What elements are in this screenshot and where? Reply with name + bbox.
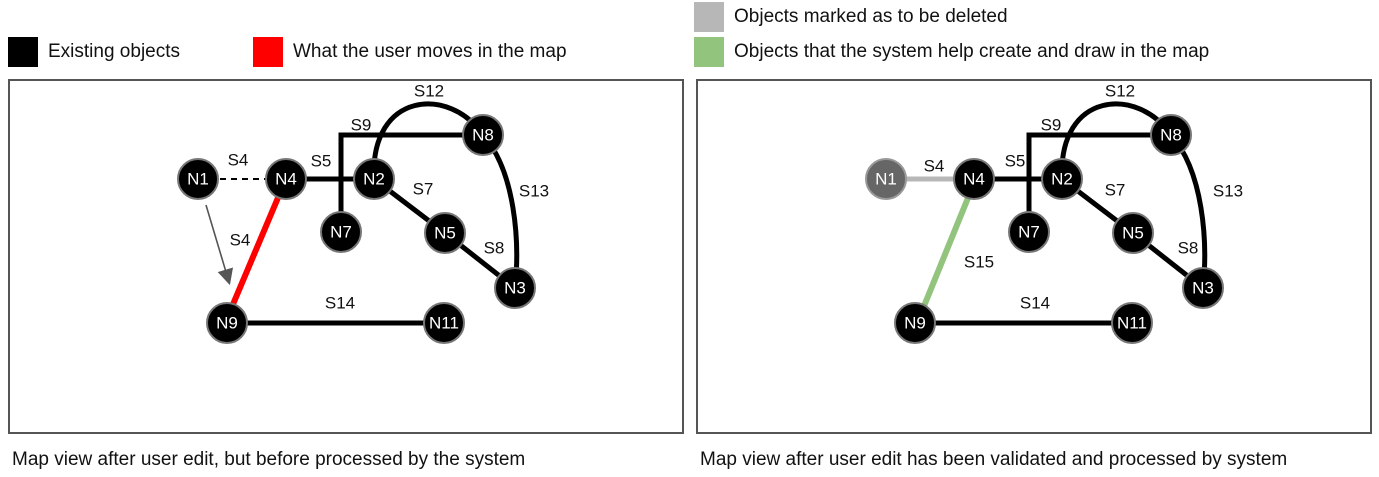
legend-label-user-moved: What the user moves in the map	[293, 41, 567, 62]
legend-swatch-user-moved	[253, 37, 283, 67]
node-n9: N9	[894, 302, 936, 344]
legend-swatch-existing	[8, 37, 38, 67]
legend-deleted: Objects marked as to be deleted	[694, 2, 1008, 32]
edge-label-s13: S13	[519, 182, 549, 201]
caption-after: Map view after user edit has been valida…	[700, 449, 1288, 470]
node-label-n2: N2	[1051, 170, 1073, 189]
node-label-n7: N7	[330, 223, 352, 242]
node-n8: N8	[462, 114, 504, 156]
edge-label-s7: S7	[413, 180, 434, 199]
node-label-n3: N3	[504, 279, 526, 298]
node-n1: N1	[865, 158, 907, 200]
node-n9: N9	[206, 302, 248, 344]
node-label-n4: N4	[275, 170, 297, 189]
node-n1: N1	[177, 158, 219, 200]
node-n3: N3	[494, 267, 536, 309]
network-diagram-before: S4 S4 S5 S7 S8 S9 S12 S13 S14 N1 N4 N2 N…	[177, 82, 549, 344]
node-label-n11: N11	[1117, 314, 1147, 333]
edge-s12	[1059, 101, 1174, 180]
node-n8: N8	[1150, 114, 1192, 156]
node-n2: N2	[1041, 158, 1083, 200]
edge-label-s14: S14	[325, 294, 355, 313]
node-n11: N11	[423, 302, 465, 344]
edge-s9	[1026, 132, 1171, 229]
node-label-n1: N1	[187, 170, 209, 189]
network-diagram-after: S4 S15 S5 S7 S8 S9 S12 S13 S14 N1 N4 N2 …	[865, 82, 1243, 344]
node-n11: N11	[1111, 302, 1153, 344]
edge-label-s4-moved: S4	[230, 231, 251, 250]
edge-s12	[371, 101, 486, 180]
legend-user-moved: What the user moves in the map	[253, 37, 567, 67]
edge-label-s4: S4	[924, 157, 945, 176]
legend-swatch-system-created	[694, 37, 724, 67]
legend-label-system-created: Objects that the system help create and …	[734, 41, 1210, 62]
move-arrow	[205, 204, 234, 286]
node-n4: N4	[265, 158, 307, 200]
edge-label-s5: S5	[1005, 152, 1026, 171]
legend-swatch-deleted	[694, 2, 724, 32]
node-label-n9: N9	[216, 314, 238, 333]
node-label-n5: N5	[434, 224, 456, 243]
node-label-n1: N1	[875, 170, 897, 189]
edge-label-s12: S12	[414, 82, 444, 101]
map-panel-after: S4 S15 S5 S7 S8 S9 S12 S13 S14 N1 N4 N2 …	[696, 79, 1372, 434]
legend-system-created: Objects that the system help create and …	[694, 37, 1209, 67]
edge-s9	[338, 132, 483, 229]
node-label-n4: N4	[963, 170, 985, 189]
edge-s15	[919, 191, 973, 313]
node-label-n2: N2	[363, 170, 385, 189]
caption-before: Map view after user edit, but before pro…	[12, 449, 526, 470]
edge-label-s5: S5	[311, 152, 332, 171]
edge-label-s9: S9	[351, 116, 372, 135]
node-label-n3: N3	[1192, 279, 1214, 298]
edge-label-s15: S15	[964, 253, 994, 272]
edge-label-s9: S9	[1041, 116, 1062, 135]
node-label-n8: N8	[1160, 126, 1182, 145]
edge-label-s8: S8	[1178, 239, 1199, 258]
node-n7: N7	[320, 211, 362, 253]
node-n3: N3	[1182, 267, 1224, 309]
node-n5: N5	[1112, 212, 1154, 254]
edge-s4-moved	[228, 191, 283, 311]
legend-existing: Existing objects	[8, 37, 180, 67]
edge-label-s7: S7	[1105, 181, 1126, 200]
edge-label-s14: S14	[1020, 294, 1050, 313]
legend-label-existing: Existing objects	[48, 41, 181, 62]
node-label-n5: N5	[1122, 224, 1144, 243]
node-label-n8: N8	[472, 126, 494, 145]
node-n2: N2	[353, 158, 395, 200]
node-label-n11: N11	[429, 314, 459, 333]
node-n7: N7	[1008, 211, 1050, 253]
node-label-n7: N7	[1018, 223, 1040, 242]
node-n5: N5	[424, 212, 466, 254]
map-panel-before: S4 S4 S5 S7 S8 S9 S12 S13 S14 N1 N4 N2 N…	[8, 79, 684, 434]
edge-label-s12: S12	[1105, 82, 1135, 101]
node-label-n9: N9	[904, 314, 926, 333]
node-n4: N4	[953, 158, 995, 200]
edge-label-s4-top: S4	[228, 151, 249, 170]
edge-label-s13: S13	[1213, 182, 1243, 201]
legend-label-deleted: Objects marked as to be deleted	[734, 6, 1008, 27]
edge-label-s8: S8	[484, 239, 505, 258]
